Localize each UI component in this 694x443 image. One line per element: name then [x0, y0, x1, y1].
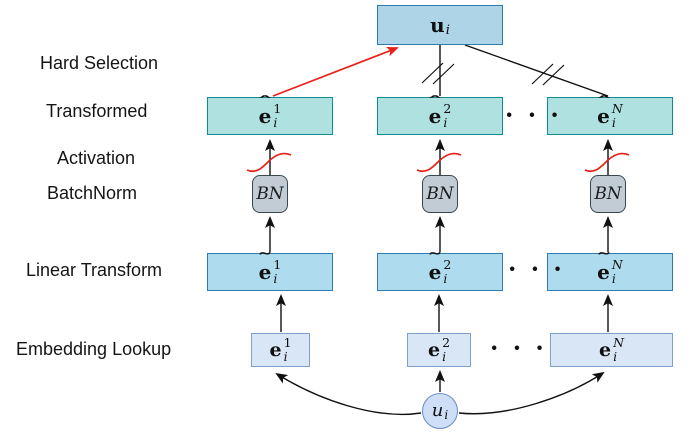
math-sub: i: [283, 348, 288, 364]
arrow-user-to-eN: [458, 371, 605, 415]
label-transformed: Transformed: [46, 101, 148, 121]
math-base: e: [269, 338, 282, 361]
batchnorm-node-1: BN: [252, 175, 288, 213]
math-sub: i: [611, 114, 616, 130]
activation-curve-2: [416, 152, 462, 173]
math-sub: i: [443, 114, 448, 130]
math-base: u: [430, 13, 445, 37]
math-ui: u i: [430, 14, 450, 37]
math-sup: N: [613, 335, 625, 350]
math-base: e: [597, 260, 610, 284]
tilde-accent: ˜: [257, 250, 273, 268]
output-node-ui: u i: [377, 5, 503, 45]
math-sup: 1: [283, 335, 292, 350]
math-sup: 1: [273, 257, 282, 272]
arrow-user-to-e1: [275, 372, 422, 416]
label-batchnorm: BatchNorm: [47, 183, 138, 203]
math-base: u: [431, 400, 444, 421]
activation-curve-1: [246, 152, 292, 173]
hat-accent: ˆ: [595, 93, 612, 111]
math-base: e: [428, 260, 442, 284]
math-sub: i: [273, 270, 278, 286]
label-linear-transform: Linear Transform: [26, 260, 163, 280]
math-ui: u i: [431, 400, 449, 422]
math-base: e: [598, 338, 612, 361]
math-sub: i: [611, 270, 616, 286]
hat-accent: ˆ: [257, 93, 273, 111]
math-sub: i: [273, 114, 278, 130]
math-sup: 1: [273, 101, 282, 116]
ellipsis-transformed: · · ·: [505, 100, 562, 129]
math-sup: 2: [443, 257, 452, 272]
math-sub: i: [444, 408, 449, 422]
ellipsis-embedding: · · ·: [490, 333, 547, 362]
hard-selection-arrow: [272, 46, 399, 97]
math-sup: N: [611, 257, 623, 272]
math-sup: 2: [442, 335, 451, 350]
math-sub: i: [443, 270, 448, 286]
tilde-accent: ˜: [595, 250, 612, 268]
user-node-ui: u i: [422, 393, 458, 429]
math-base: e: [258, 104, 272, 128]
math-sub: i: [445, 22, 450, 38]
tilde-accent: ˜: [427, 250, 443, 268]
label-embedding-lookup: Embedding Lookup: [16, 339, 172, 359]
batchnorm-node-2: BN: [422, 175, 458, 213]
math-sup: 2: [443, 101, 452, 116]
hat-accent: ˆ: [427, 93, 443, 111]
math-base: e: [427, 338, 441, 361]
label-hard-selection: Hard Selection: [40, 53, 159, 73]
math-sub: i: [613, 348, 618, 364]
math-sup: N: [611, 101, 623, 116]
cut-connection-colN: [464, 44, 609, 97]
math-base: e: [428, 104, 442, 128]
activation-curve-3: [584, 152, 630, 173]
cut-connection-col2: [421, 45, 455, 96]
math-sub: i: [442, 348, 447, 364]
batchnorm-node-3: BN: [590, 175, 626, 213]
ellipsis-linear: · · ·: [508, 254, 565, 283]
math-base: e: [258, 260, 272, 284]
label-activation: Activation: [57, 148, 136, 168]
math-base: e: [597, 104, 610, 128]
